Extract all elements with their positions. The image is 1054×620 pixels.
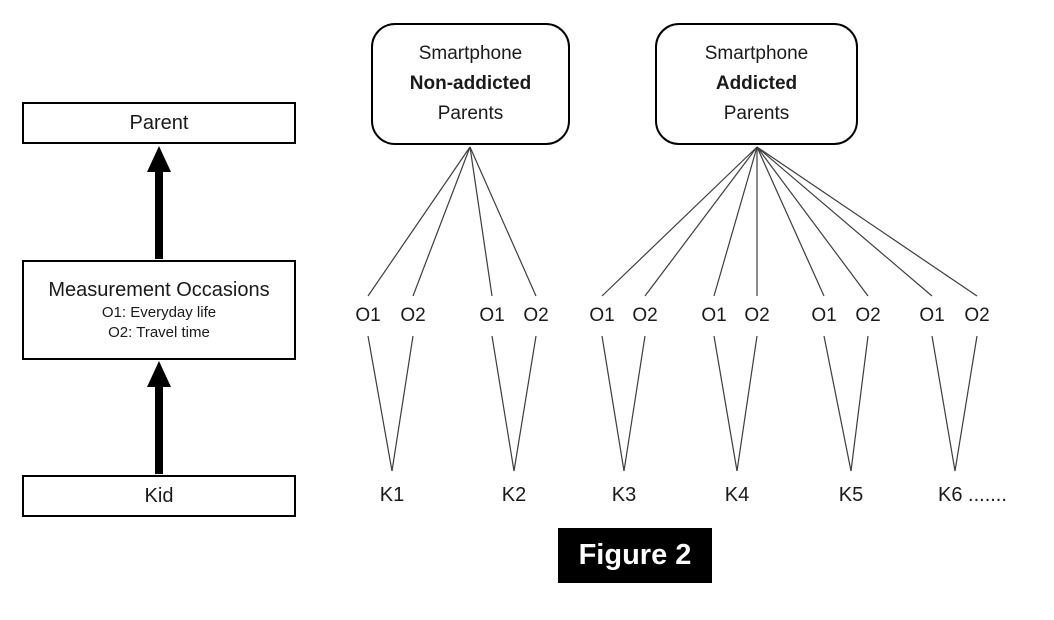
addicted-parents-box: Smartphone Addicted Parents xyxy=(655,23,858,145)
occasion-label-k3-o1: O1 xyxy=(589,305,615,326)
occasion-label-k5-o1: O1 xyxy=(811,305,837,326)
kid-label-k5: K5 xyxy=(838,484,864,506)
non-addicted-line1: Smartphone xyxy=(418,43,523,64)
parent-box: Parent xyxy=(22,102,296,144)
occasion-label-k6-o1: O1 xyxy=(919,305,945,326)
addicted-line1: Smartphone xyxy=(704,43,809,64)
occasion-label-k6-o2: O2 xyxy=(964,305,990,326)
non-addicted-line2: Non-addicted xyxy=(409,73,532,94)
addicted-line2: Addicted xyxy=(715,73,798,94)
kid-box: Kid xyxy=(22,475,296,517)
occasion1-definition: O1: Everyday life xyxy=(101,304,217,321)
kid-box-label: Kid xyxy=(144,485,174,507)
occasion-to-kid-lines xyxy=(367,335,978,472)
occasion-label-k2-o2: O2 xyxy=(523,305,549,326)
kid-label-k4: K4 xyxy=(724,484,750,506)
fan-lines-addicted xyxy=(601,146,978,297)
measurement-occasions-title: Measurement Occasions xyxy=(48,279,270,301)
kid-label-k2: K2 xyxy=(501,484,527,506)
occasion-label-k2-o1: O1 xyxy=(479,305,505,326)
arrow-kid-to-measurement xyxy=(147,361,171,474)
occasion-label-k1-o2: O2 xyxy=(400,305,426,326)
arrow-measurement-to-parent xyxy=(147,146,171,259)
parent-box-label: Parent xyxy=(129,112,189,134)
non-addicted-parents-box: Smartphone Non-addicted Parents xyxy=(371,23,570,145)
non-addicted-line3: Parents xyxy=(437,103,504,124)
occasion-label-k5-o2: O2 xyxy=(855,305,881,326)
occasion-label-k3-o2: O2 xyxy=(632,305,658,326)
occasion-label-k4-o2: O2 xyxy=(744,305,770,326)
fan-lines-non-addicted xyxy=(367,146,537,297)
occasion-label-k4-o1: O1 xyxy=(701,305,727,326)
occasion2-definition: O2: Travel time xyxy=(108,324,210,341)
figure-caption-text: Figure 2 xyxy=(578,539,692,571)
figure-caption: Figure 2 xyxy=(558,528,712,583)
kid-label-k1: K1 xyxy=(379,484,405,506)
occasion-label-k1-o1: O1 xyxy=(355,305,381,326)
addicted-line3: Parents xyxy=(723,103,790,124)
measurement-occasions-box: Measurement Occasions O1: Everyday life … xyxy=(22,260,296,360)
kid-label-k3: K3 xyxy=(611,484,637,506)
kid-label-k6: K6 ....... xyxy=(938,484,1007,506)
